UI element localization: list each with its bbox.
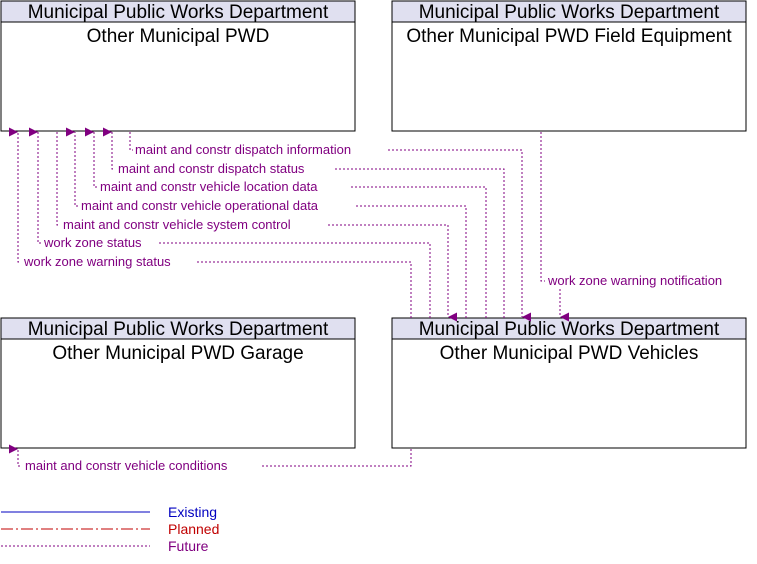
flow-line-vehicle-operational-data[interactable] xyxy=(66,127,467,318)
flow-label-work-zone-warning-notification: work zone warning notification xyxy=(547,273,722,288)
box-title: Other Municipal PWD xyxy=(87,26,270,47)
legend-label-future: Future xyxy=(168,538,209,554)
flow-label-vehicle-location-data: maint and constr vehicle location data xyxy=(100,179,318,194)
box-title: Other Municipal PWD Field Equipment xyxy=(406,26,732,47)
flow-line-work-zone-status[interactable] xyxy=(29,127,431,318)
legend: Existing Planned Future xyxy=(1,504,219,554)
flow-label-vehicle-conditions: maint and constr vehicle conditions xyxy=(25,458,228,473)
box-header: Municipal Public Works Department xyxy=(28,2,329,23)
box-other-municipal-pwd[interactable]: Municipal Public Works Department Other … xyxy=(0,0,356,132)
box-header-bg xyxy=(391,0,747,23)
flow-label-work-zone-warning-status: work zone warning status xyxy=(23,254,171,269)
box-other-municipal-pwd-field-equipment[interactable]: Municipal Public Works Department Other … xyxy=(391,0,747,132)
box-header-bg xyxy=(391,317,747,340)
flow-label-work-zone-status: work zone status xyxy=(43,235,142,250)
box-header: Municipal Public Works Department xyxy=(419,319,720,340)
flow-label-vehicle-system-control: maint and constr vehicle system control xyxy=(63,217,291,232)
box-other-municipal-pwd-garage[interactable]: Municipal Public Works Department Other … xyxy=(0,317,356,449)
box-title: Other Municipal PWD Garage xyxy=(52,343,303,364)
flow-label-dispatch-status: maint and constr dispatch status xyxy=(118,161,305,176)
flow-line-work-zone-warning-status[interactable] xyxy=(9,127,412,318)
flow-label-vehicle-operational-data: maint and constr vehicle operational dat… xyxy=(81,198,319,213)
flow-line-vehicle-location-data[interactable] xyxy=(85,127,487,318)
box-header-bg xyxy=(0,0,356,23)
box-header: Municipal Public Works Department xyxy=(28,319,329,340)
box-header-bg xyxy=(0,317,356,340)
flow-line-work-zone-warning-notification[interactable] xyxy=(540,132,569,322)
flow-label-dispatch-information: maint and constr dispatch information xyxy=(135,142,351,157)
legend-label-planned: Planned xyxy=(168,521,219,537)
box-other-municipal-pwd-vehicles[interactable]: Municipal Public Works Department Other … xyxy=(391,317,747,449)
box-title: Other Municipal PWD Vehicles xyxy=(440,343,699,364)
legend-label-existing: Existing xyxy=(168,504,217,520)
box-header: Municipal Public Works Department xyxy=(419,2,720,23)
